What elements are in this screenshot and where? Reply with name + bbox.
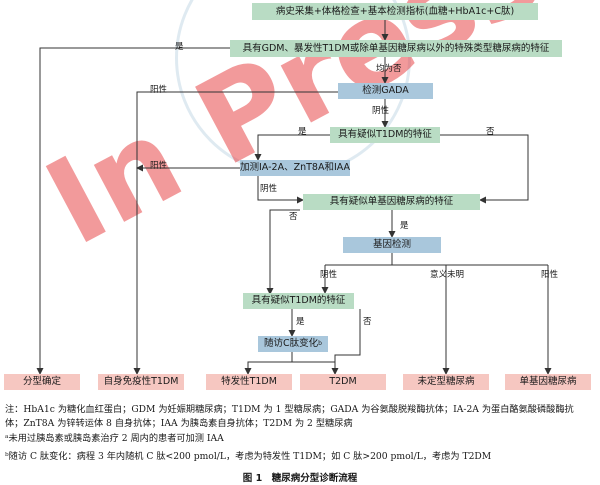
gene-test-box: 基因检测	[343, 237, 441, 253]
outcome-classified-box: 分型确定	[4, 374, 80, 390]
label-gene-unknown: 意义未明	[430, 270, 465, 280]
outcome-idiopathic-t1dm-box: 特发性T1DM	[206, 374, 292, 390]
start-assessment-box: 病史采集+体格检查+基本检测指标(血糖+HbA1c+C肽)	[252, 3, 538, 20]
label-yes-special-type: 是	[175, 42, 184, 52]
label-monogenic-yes: 是	[400, 221, 409, 231]
label-gene-positive: 阳性	[541, 270, 559, 280]
footnote-line-1: 注：HbA1c 为糖化血红蛋白；GDM 为妊娠期糖尿病；T1DM 为 1 型糖尿…	[5, 404, 574, 415]
label-gada-negative: 阴性	[372, 106, 390, 116]
t1dm-feature-box-2: 具有疑似T1DM的特征	[243, 293, 354, 309]
label-all-no: 均为否	[376, 64, 402, 74]
label-antibody-positive: 阳性	[150, 161, 168, 171]
gada-test-box: 检测GADA	[338, 83, 433, 99]
outcome-monogenic-box: 单基因糖尿病	[505, 374, 591, 390]
outcome-autoimmune-t1dm-box: 自身免疫性T1DM	[98, 374, 184, 390]
special-type-feature-box: 具有GDM、暴发性T1DM或除单基因糖尿病以外的特殊类型糖尿病的特征	[230, 40, 562, 57]
label-antibody-negative: 阴性	[260, 184, 278, 194]
label-gene-negative: 阴性	[320, 270, 338, 280]
footnote-line-4: ᵇ随访 C 肽变化：病程 3 年内随机 C 肽<200 pmol/L，考虑为特发…	[5, 451, 492, 462]
t1dm-feature-box: 具有疑似T1DM的特征	[330, 127, 440, 143]
figure-caption: 图 1 糖尿病分型诊断流程	[242, 473, 358, 484]
label-t1dm-no: 否	[486, 127, 495, 137]
label-t1dm2-no: 否	[363, 317, 372, 327]
label-monogenic-no: 否	[289, 212, 298, 222]
outcome-t2dm-box: T2DM	[300, 374, 386, 390]
additional-antibody-test-box: 加测IA-2A、ZnT8A和IAA	[240, 160, 350, 176]
outcome-undetermined-box: 未定型糖尿病	[403, 374, 489, 390]
label-gada-positive: 阳性	[150, 85, 168, 95]
label-t1dm2-yes: 是	[296, 317, 305, 327]
label-t1dm-yes: 是	[298, 127, 307, 137]
monogenic-feature-box: 具有疑似单基因糖尿病的特征	[303, 194, 480, 210]
footnote-line-2: 体；ZnT8A 为锌转运体 8 自身抗体；IAA 为胰岛素自身抗体；T2DM 为…	[5, 418, 353, 429]
footnote-line-3: ᵃ未用过胰岛素或胰岛素治疗 2 周内的患者可加测 IAA	[5, 433, 224, 444]
follow-c-peptide-label: 随访C肽变化	[264, 338, 319, 350]
